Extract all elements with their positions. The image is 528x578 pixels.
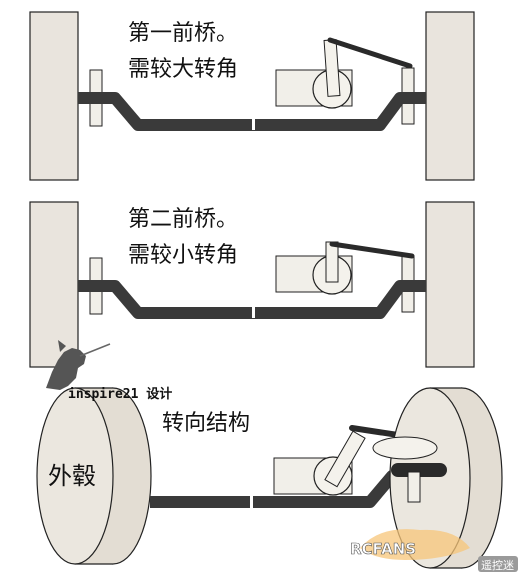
panel2-line1: 第二前桥。 <box>128 207 238 232</box>
axle-beam <box>78 92 426 131</box>
axle-panel-1: 第一前桥。 需较大转角 <box>29 11 475 181</box>
left-wheel-face <box>36 387 114 565</box>
axle-center-mark <box>250 495 253 508</box>
right-hub <box>407 471 421 503</box>
rcfans-watermark: RCFANS 遥控迷 <box>350 529 518 572</box>
axle-center-mark <box>252 306 255 318</box>
right-wheel-face <box>389 387 471 569</box>
watermark-badge: 遥控迷 <box>481 558 514 572</box>
horse-logo <box>46 340 111 390</box>
pitman-arm <box>324 430 366 488</box>
drag-link <box>327 37 413 69</box>
right-wheel <box>425 201 475 368</box>
wheel-label: 外毂 <box>48 462 96 490</box>
axle-beam <box>78 280 426 319</box>
axle-panel-2: 第二前桥。 需较小转角 <box>29 201 475 368</box>
panel3-title: 转向结构 <box>162 411 250 436</box>
panel1-line2: 需较大转角 <box>128 57 238 82</box>
watermark-brand: RCFANS <box>350 540 416 558</box>
credit-text: inspire21 设计 <box>68 386 172 402</box>
right-wheel <box>425 11 475 181</box>
left-wheel <box>29 201 79 368</box>
steering-structure-panel: 外毂 inspire21 设计 转向结构 <box>36 340 503 569</box>
pitman-arm <box>325 241 339 283</box>
panel2-line2: 需较小转角 <box>128 243 238 268</box>
left-wheel <box>29 11 79 181</box>
steering-knuckle <box>372 436 438 460</box>
drag-link <box>329 241 415 259</box>
panel1-line1: 第一前桥。 <box>128 21 238 46</box>
watermark-badge-bg <box>478 556 518 572</box>
axle-center-mark <box>252 118 255 130</box>
